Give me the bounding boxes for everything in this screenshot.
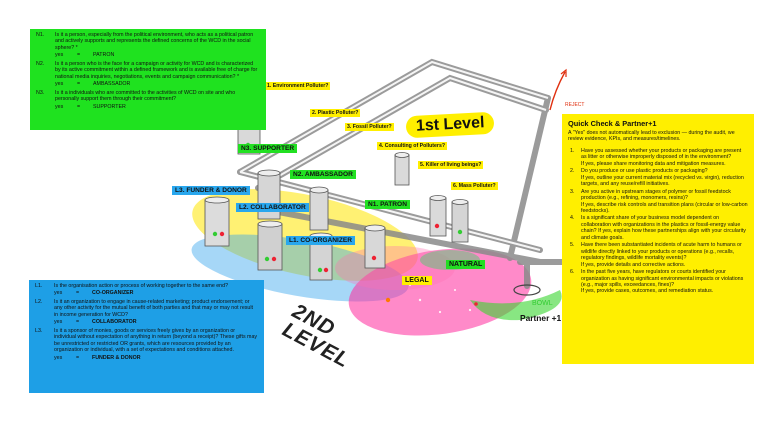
reject-label: REJECT (565, 102, 585, 108)
l2-answer: COLLABORATOR (92, 319, 137, 326)
tag-l1-co-organizer: L1. CO-ORGANIZER (286, 236, 356, 245)
status-dots (212, 142, 478, 306)
tag-l3-funder-donor: L3. FUNDER & DONOR (172, 186, 250, 195)
legal-label: LEGAL (402, 276, 432, 285)
natural-label: NATURAL (446, 260, 486, 269)
n2-answer: AMBASSADOR (93, 81, 131, 88)
green-sweep (470, 290, 562, 321)
partner-bowl (513, 284, 541, 296)
l1-question: L1.Is the organisation action or process… (35, 283, 229, 297)
quick-check-list: 1.Have you assessed whether your product… (568, 148, 748, 295)
quick-check-item-3: 3.Are you active in upstream stages of p… (570, 188, 748, 215)
yellow-floor-blob (192, 189, 418, 281)
n3-question: N3.Is it a individuals who are committed… (36, 89, 236, 110)
tag-l2-collaborator: L2. COLLABORATOR (236, 203, 309, 212)
quick-check-panel: Quick Check & Partner+1 A "Yes" does not… (562, 114, 754, 364)
quick-check-item-5: 5.Have there been substantiated incident… (570, 242, 742, 268)
natural-persons-panel: N1.Is it a person, especially from the p… (30, 29, 266, 130)
check-3-label: 3. Fossil Polluter? (345, 123, 394, 131)
quick-check-item-1: 1.Have you assessed whether your product… (570, 147, 742, 167)
blue-floor-blob (191, 234, 409, 302)
l1-answer: CO-ORGANIZER (92, 290, 134, 297)
n2-question: N2.Is it a person who is the face for a … (36, 60, 258, 88)
l3-answer: FUNDER & DONOR (92, 354, 141, 361)
quick-check-intro: A "Yes" does not automatically lead to e… (568, 130, 735, 143)
tag-n2-ambassador: N2. AMBASSADOR (290, 170, 356, 179)
tag-n1-patron: N1. PATRON (365, 200, 410, 209)
level-1-label: 1st Level (405, 111, 495, 139)
check-6-label: 6. Mass Polluter? (451, 182, 498, 190)
bowl-label: BOWL (532, 300, 553, 307)
n1-question: N1.Is it a person, especially from the p… (36, 32, 254, 59)
quick-check-title: Quick Check & Partner+1 (568, 119, 657, 128)
legal-entities-panel: L1.Is the organisation action or process… (29, 280, 264, 393)
check-4-label: 4. Consulting of Polluters? (377, 142, 447, 150)
check-2-label: 2. Plastic Polluter? (310, 109, 361, 117)
tag-n3-supporter: N3. SUPPORTER (238, 144, 298, 153)
quick-check-item-4: 4.Is a significant share of your busines… (570, 215, 746, 241)
quick-check-item-2: 2.Do you produce or use plastic products… (570, 168, 744, 188)
l2-question: L2.Is it an organization to engage in ca… (35, 298, 254, 326)
n3-answer: SUPPORTER (93, 103, 126, 110)
check-1-label: 1. Environment Polluter? (265, 82, 331, 90)
check-5-label: 5. Killer of living beings? (418, 161, 484, 169)
quick-check-item-6: 6.In the past five years, have regulator… (570, 269, 744, 295)
l3-question: L3.Is it a sponsor of monies, goods or s… (35, 327, 258, 361)
reject-arrow (549, 71, 566, 111)
partner-plus-one-label: Partner +1 (520, 313, 562, 323)
n1-answer: PATRON (93, 52, 115, 59)
